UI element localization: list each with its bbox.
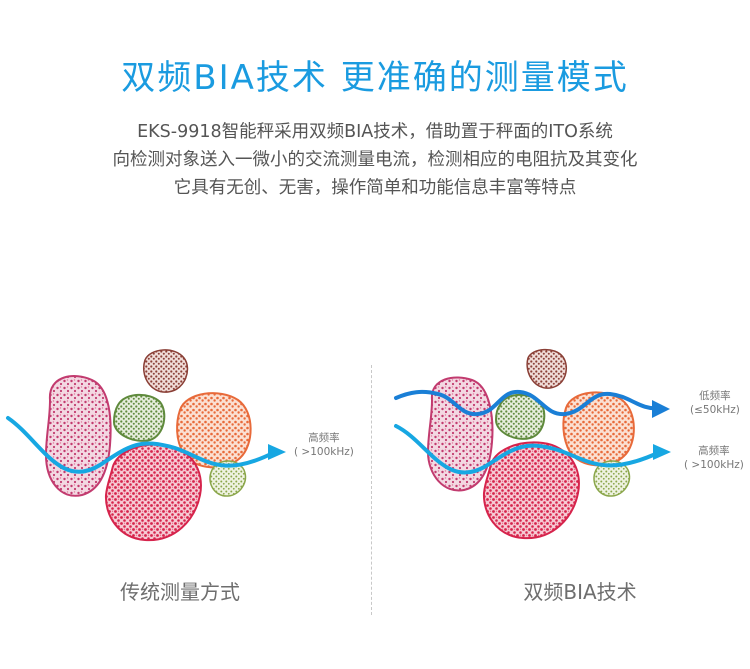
illustration bbox=[6, 348, 671, 542]
cell-brown-left bbox=[143, 349, 189, 393]
page-title: 双频BIA技术 更准确的测量模式 bbox=[121, 58, 629, 98]
high-frequency-label-left: 高频率 ( >100kHz) bbox=[294, 431, 354, 459]
cell-olive-left bbox=[209, 460, 247, 497]
panel-divider bbox=[371, 365, 372, 615]
cell-orange-left bbox=[176, 392, 252, 469]
description-line-2: 向检测对象送入一微小的交流测量电流，检测相应的电阻抗及其变化 bbox=[112, 150, 638, 170]
cell-green-left bbox=[112, 393, 166, 442]
high-frequency-wave-right bbox=[394, 424, 662, 475]
right-cells bbox=[426, 348, 635, 540]
high-frequency-arrow-right bbox=[653, 444, 671, 460]
high-frequency-wave-left bbox=[6, 416, 277, 474]
high-frequency-label-right-name: 高频率 bbox=[698, 445, 730, 457]
low-frequency-wave-right bbox=[394, 389, 660, 417]
cell-brown-right bbox=[526, 348, 567, 389]
high-frequency-label-left-name: 高频率 bbox=[308, 432, 340, 444]
low-frequency-label-right-range: (≤50kHz) bbox=[690, 404, 740, 416]
low-frequency-label-right-name: 低频率 bbox=[699, 390, 731, 402]
cell-pink-left bbox=[44, 375, 112, 497]
description-line-1: EKS-9918智能秤采用双频BIA技术，借助置于秤面的ITO系统 bbox=[137, 122, 613, 142]
low-frequency-label-right: 低频率 (≤50kHz) bbox=[690, 389, 740, 417]
high-frequency-label-left-range: ( >100kHz) bbox=[294, 446, 354, 458]
caption-dual-frequency: 双频BIA技术 bbox=[523, 580, 637, 604]
high-frequency-arrow-left bbox=[268, 444, 286, 460]
high-frequency-label-right-range: ( >100kHz) bbox=[684, 459, 744, 471]
cell-red-right bbox=[482, 441, 580, 540]
cell-red-left bbox=[104, 443, 202, 542]
description: EKS-9918智能秤采用双频BIA技术，借助置于秤面的ITO系统 向检测对象送… bbox=[0, 118, 750, 202]
high-frequency-label-right: 高频率 ( >100kHz) bbox=[684, 444, 744, 472]
low-frequency-arrow-right bbox=[652, 400, 670, 418]
cell-olive-right bbox=[593, 460, 631, 497]
description-line-3: 它具有无创、无害，操作简单和功能信息丰富等特点 bbox=[173, 178, 577, 198]
caption-traditional: 传统测量方式 bbox=[120, 580, 240, 604]
